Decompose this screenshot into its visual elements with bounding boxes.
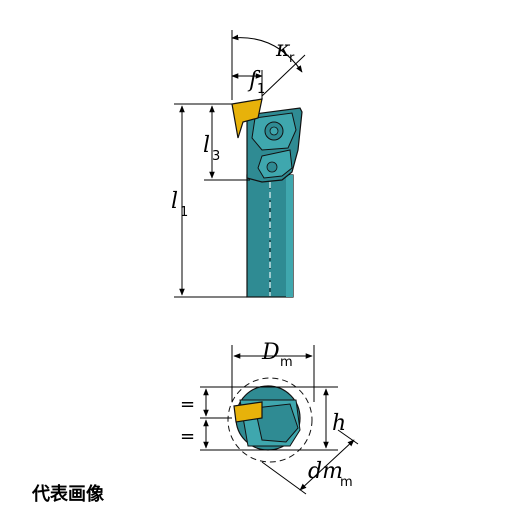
f1-dimension: f 1 (231, 68, 265, 100)
clamp-screw-inner (269, 126, 279, 136)
shank-flat (286, 175, 293, 297)
bore-circle (227, 377, 313, 463)
l1-label: l (171, 189, 178, 214)
f1-sub: 1 (257, 82, 265, 97)
l3-label: l (203, 133, 210, 158)
dmm-sub: m (340, 475, 353, 490)
dm-sub: m (280, 355, 293, 370)
cutting-insert-end (233, 401, 263, 423)
l3-sub: 3 (212, 149, 220, 164)
dm-dimension: D m (231, 340, 315, 402)
equal-bottom: = (180, 426, 195, 447)
head-bolt (266, 161, 278, 173)
l1-sub: 1 (180, 205, 188, 220)
kr-label: κ (275, 37, 291, 62)
caption: 代表画像 (32, 484, 104, 505)
equal-halves-dimension: = = (180, 388, 232, 449)
l1-dimension: l 1 (171, 103, 247, 298)
equal-top: = (180, 394, 195, 415)
kr-angle-dimension: κ r (231, 30, 306, 100)
boring-bar-side-view (231, 98, 303, 298)
dmm-dimension: dm m (261, 429, 359, 495)
boring-bar-end-view (227, 377, 313, 463)
dmm-label: dm (308, 459, 343, 484)
clamp-end (254, 403, 299, 443)
cutting-insert (231, 98, 263, 139)
h-label: h (332, 411, 346, 436)
dm-label: D (261, 340, 280, 365)
kr-sub: r (289, 51, 295, 66)
